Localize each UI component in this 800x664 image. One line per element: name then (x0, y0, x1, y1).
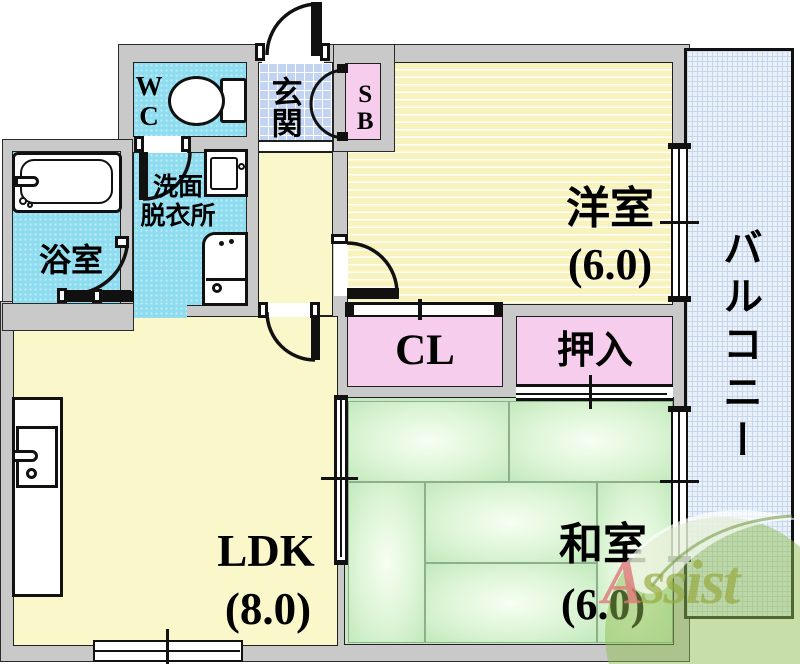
door-jamb (255, 43, 265, 61)
watermark-letter-a: A (602, 549, 643, 617)
washroom-label-line1: 洗面 (152, 174, 203, 201)
shoebox-label: SB (351, 81, 379, 135)
closet-cl-floor (347, 316, 503, 387)
toilet-bowl-icon (168, 76, 225, 126)
bathtub-icon (12, 152, 122, 213)
bathroom-label: 浴室 (38, 242, 103, 278)
window-center-tick (166, 629, 169, 664)
tatami-mat (425, 482, 597, 563)
room-western-floor (347, 62, 673, 305)
entrance-step (258, 141, 333, 152)
cl-door-track (345, 302, 503, 317)
western-door-leaf (347, 288, 399, 299)
ldk-label: LDK (217, 526, 315, 576)
western-room-label: 洋室 (566, 184, 654, 233)
tatami-mat (509, 401, 673, 482)
cl-door-end (494, 302, 503, 317)
cl-door-center-tick (418, 299, 422, 320)
shoebox-door-pivot (337, 64, 348, 73)
kitchen-drain-icon (26, 468, 37, 479)
entrance-label: 玄関 (266, 76, 302, 138)
shoebox-floor (345, 63, 381, 140)
wc-label: WC (134, 71, 165, 131)
kitchen-faucet-icon (12, 450, 38, 462)
tatami-mat (425, 563, 597, 643)
window-cap (668, 406, 691, 412)
window-cap (668, 143, 691, 149)
cl-label: CL (395, 327, 455, 374)
slider-center-tick (321, 477, 358, 480)
watermark-logo-text: Assist (602, 548, 800, 619)
washroom-doorway-opening (134, 301, 187, 318)
door-jamb (331, 234, 348, 244)
slider-end-cap (334, 560, 348, 565)
western-room-size: (6.0) (567, 240, 653, 289)
oshiire-center-tick (589, 375, 592, 409)
door-jamb (181, 136, 191, 152)
entrance-door-leaf (311, 2, 322, 56)
washroom-label-line2: 脱衣所 (140, 203, 216, 230)
ldk-door-opening (265, 303, 315, 317)
window-center-tick (660, 221, 699, 224)
watermark-rest: ssist (641, 549, 740, 617)
western-door-opening (334, 242, 348, 296)
slider-end-cap (334, 395, 348, 400)
oshiire-label: 押入 (556, 330, 633, 372)
door-jamb (92, 289, 102, 303)
balcony-label: バルコニー (717, 227, 762, 467)
washroom-door-leaf (98, 291, 134, 302)
door-jamb (115, 236, 129, 248)
window-cap (668, 296, 691, 302)
door-jamb (258, 302, 268, 318)
cl-door-end (345, 302, 354, 317)
window-center-tick (660, 480, 699, 483)
wall-bath-bottom (2, 303, 134, 331)
door-jamb (134, 136, 144, 152)
wc-door-opening (139, 136, 187, 153)
hallway-floor (258, 152, 333, 316)
oshiire-sliding-door (516, 384, 673, 401)
tatami-mat (348, 482, 425, 643)
washing-machine-icon (202, 232, 248, 306)
ldk-size: (8.0) (224, 584, 312, 634)
shoebox-door-pivot (337, 132, 348, 141)
tatami-mat (348, 401, 509, 482)
ldk-door-leaf (311, 316, 320, 360)
washbasin-icon (204, 149, 248, 197)
door-jamb (57, 288, 67, 303)
